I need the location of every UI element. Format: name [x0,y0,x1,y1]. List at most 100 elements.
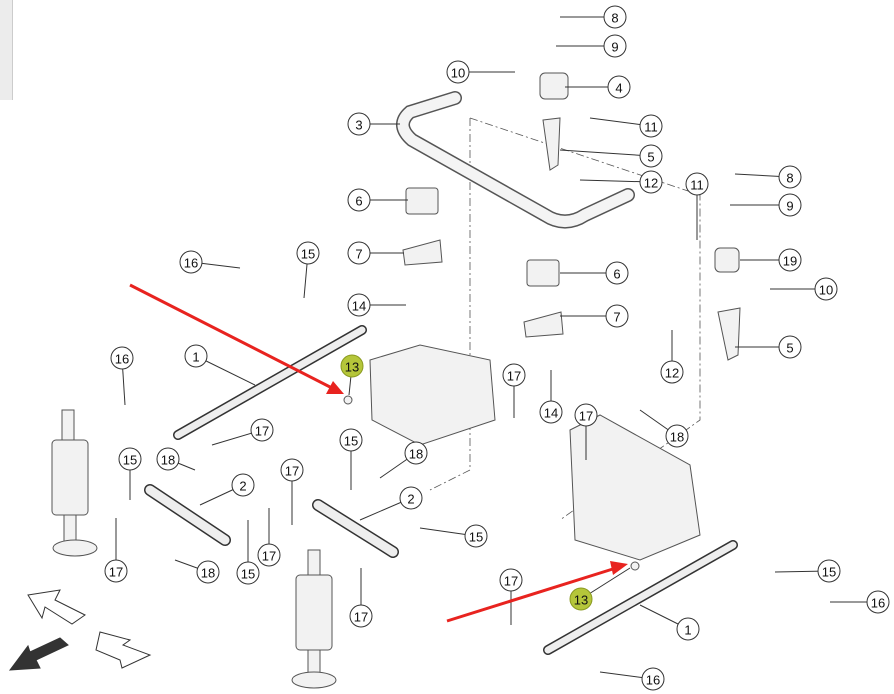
callout-circle [778,165,802,189]
callout-part-16[interactable]: 16 [641,667,665,691]
callout-circle [685,172,709,196]
callout-part-17[interactable]: 17 [502,363,526,387]
callout-part-14[interactable]: 14 [539,400,563,424]
callout-part-5[interactable]: 5 [778,335,802,359]
callout-part-17[interactable]: 17 [574,403,598,427]
suspension-parts [51,72,741,689]
callout-part-18[interactable]: 18 [404,441,428,465]
callout-part-4[interactable]: 4 [607,75,631,99]
callout-part-13-highlighted[interactable]: 13 [569,587,593,611]
callout-part-7[interactable]: 7 [605,304,629,328]
callout-label: 12 [644,176,658,191]
callout-circle [502,363,526,387]
callout-label: 12 [665,366,679,381]
callout-circle [404,441,428,465]
callout-label: 17 [504,574,518,589]
callout-circle [676,617,700,641]
callout-label: 5 [647,150,654,165]
callout-label: 18 [161,453,175,468]
callout-label: 1 [684,623,691,638]
callout-label: 15 [822,565,836,580]
callout-part-8[interactable]: 8 [778,165,802,189]
callout-part-18[interactable]: 18 [196,560,220,584]
callout-label: 18 [409,447,423,462]
callout-part-15[interactable]: 15 [118,447,142,471]
callout-circle [605,304,629,328]
callout-circle [539,400,563,424]
callout-part-2[interactable]: 2 [231,473,255,497]
callout-circle [296,241,320,265]
callout-part-17[interactable]: 17 [499,568,523,592]
callout-circle [347,241,371,265]
stabilizer-bar [396,91,635,229]
callout-circle [280,458,304,482]
view-arrow-right-icon[interactable] [95,631,152,669]
callout-part-9[interactable]: 9 [603,34,627,58]
view-direction-arrows[interactable] [8,589,152,671]
callout-circle [347,188,371,212]
callout-part-16[interactable]: 16 [110,346,134,370]
callout-label: 16 [115,352,129,367]
callout-part-5[interactable]: 5 [639,144,663,168]
callout-circle [660,360,684,384]
callout-part-12[interactable]: 12 [660,360,684,384]
red-arrow-2-head [610,561,628,575]
scrollbar[interactable] [0,0,13,100]
callout-part-10[interactable]: 10 [814,277,838,301]
callout-label: 17 [255,424,269,439]
callout-part-18[interactable]: 18 [156,447,180,471]
callout-label: 7 [613,310,620,325]
callout-part-9[interactable]: 9 [778,193,802,217]
callout-part-15[interactable]: 15 [817,559,841,583]
callout-part-15[interactable]: 15 [464,524,488,548]
callout-circle [665,424,689,448]
callout-label: 15 [123,453,137,468]
callout-part-8[interactable]: 8 [603,5,627,29]
callout-circle [339,428,363,452]
view-arrow-up-icon[interactable] [27,589,86,625]
callout-part-10[interactable]: 10 [446,60,470,84]
callout-part-13-highlighted[interactable]: 13 [340,354,364,378]
callout-circle [499,568,523,592]
callout-part-2[interactable]: 2 [399,486,423,510]
callout-circle [639,170,663,194]
callout-part-11[interactable]: 11 [685,172,709,196]
callout-part-17[interactable]: 17 [257,543,281,567]
callout-circle [340,354,364,378]
callout-label: 14 [352,299,366,314]
callout-part-15[interactable]: 15 [236,561,260,585]
callout-part-7[interactable]: 7 [347,241,371,265]
callout-label: 13 [574,593,588,608]
callout-circle [250,418,274,442]
callout-part-17[interactable]: 17 [280,458,304,482]
callout-part-3[interactable]: 3 [347,112,371,136]
callout-circle [231,473,255,497]
view-arrow-down-icon[interactable] [8,637,69,671]
callout-label: 6 [355,194,362,209]
callout-part-17[interactable]: 17 [250,418,274,442]
callout-part-16[interactable]: 16 [179,250,203,274]
callout-part-6[interactable]: 6 [347,188,371,212]
leader-line [579,179,652,183]
callout-circle [778,335,802,359]
callout-part-17[interactable]: 17 [349,604,373,628]
callout-part-6[interactable]: 6 [605,261,629,285]
callout-part-11[interactable]: 11 [639,114,663,138]
callout-circle [196,560,220,584]
callout-part-12[interactable]: 12 [639,170,663,194]
callout-part-15[interactable]: 15 [339,428,363,452]
callout-part-14[interactable]: 14 [347,293,371,317]
callout-label: 16 [184,256,198,271]
callout-part-19[interactable]: 19 [778,248,802,272]
callout-part-1[interactable]: 1 [676,617,700,641]
callout-part-17[interactable]: 17 [104,559,128,583]
callout-label: 15 [301,247,315,262]
callout-label: 7 [355,247,362,262]
callout-label: 17 [507,369,521,384]
callout-part-15[interactable]: 15 [296,241,320,265]
callout-part-1[interactable]: 1 [184,344,208,368]
callout-label: 4 [615,81,622,96]
callout-part-16[interactable]: 16 [866,590,890,614]
callout-part-18[interactable]: 18 [665,424,689,448]
